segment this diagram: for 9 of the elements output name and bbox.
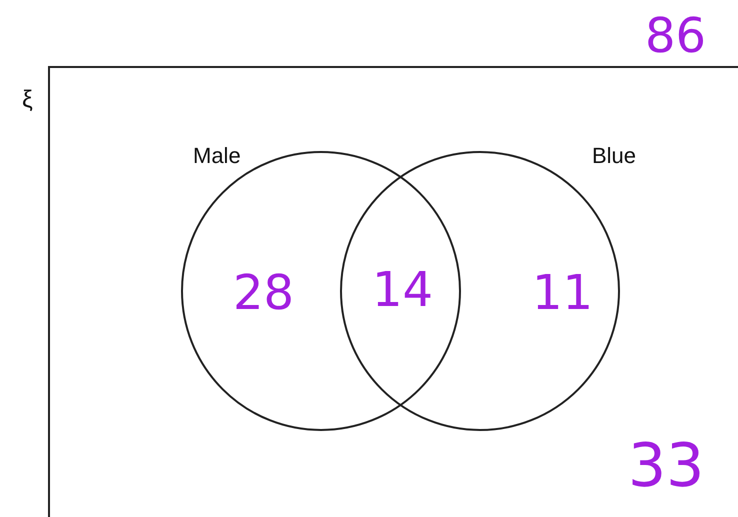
- region-count: 33: [628, 436, 704, 496]
- universal-set-rectangle: [48, 66, 738, 517]
- region-count: 11: [532, 269, 594, 317]
- region-count: 28: [233, 269, 294, 317]
- set-name: Blue: [592, 145, 636, 167]
- total-count: 86: [645, 12, 706, 60]
- universal-set-symbol: ξ: [22, 88, 33, 112]
- set-name: Male: [193, 145, 241, 167]
- intersection-count: 14: [372, 266, 434, 314]
